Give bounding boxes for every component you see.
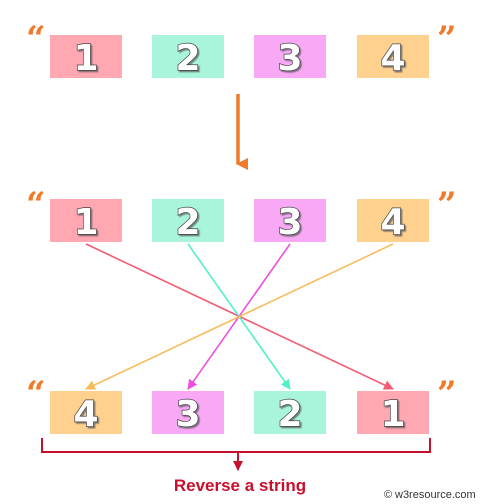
box-background bbox=[357, 35, 429, 78]
box-digit: 4 bbox=[380, 38, 405, 79]
box-background bbox=[357, 199, 429, 242]
bracket bbox=[41, 438, 431, 453]
middle-box-2: 2 bbox=[152, 199, 224, 244]
output-row: “ 4 3 2 1 ” bbox=[26, 374, 457, 436]
caption: Reverse a string bbox=[174, 476, 306, 495]
input-box-3: 3 bbox=[254, 35, 326, 80]
box-digit: 3 bbox=[277, 202, 302, 243]
input-box-2: 2 bbox=[152, 35, 224, 80]
box-background bbox=[50, 199, 122, 242]
output-close-quote: ” bbox=[437, 374, 457, 414]
middle-box-1: 1 bbox=[50, 199, 122, 244]
output-box-1: 4 bbox=[50, 391, 122, 436]
box-digit: 3 bbox=[175, 394, 200, 435]
crossing-lines bbox=[85, 243, 394, 390]
box-background bbox=[152, 391, 224, 434]
output-box-2: 3 bbox=[152, 391, 224, 436]
input-row: “ 1 2 3 4 ” bbox=[26, 19, 457, 80]
copyright-symbol: © bbox=[384, 489, 392, 501]
input-close-quote: ” bbox=[437, 19, 457, 59]
box-background bbox=[254, 391, 326, 434]
middle-row: “ 1 2 3 4 ” bbox=[26, 185, 457, 244]
crossing-line-4 bbox=[85, 243, 394, 390]
box-digit: 1 bbox=[73, 202, 98, 243]
box-digit: 1 bbox=[380, 394, 405, 435]
box-background bbox=[357, 391, 429, 434]
box-digit: 3 bbox=[277, 38, 302, 79]
box-digit: 4 bbox=[73, 394, 98, 435]
middle-close-quote: ” bbox=[437, 185, 457, 225]
box-background bbox=[152, 199, 224, 242]
middle-open-quote: “ bbox=[26, 185, 46, 225]
output-box-3: 2 bbox=[254, 391, 326, 436]
box-digit: 2 bbox=[175, 38, 200, 79]
output-open-quote: “ bbox=[26, 374, 46, 414]
box-digit: 2 bbox=[175, 202, 200, 243]
box-background bbox=[50, 391, 122, 434]
output-box-4: 1 bbox=[357, 391, 429, 436]
box-background bbox=[254, 199, 326, 242]
box-digit: 1 bbox=[73, 38, 98, 79]
middle-box-3: 3 bbox=[254, 199, 326, 244]
box-digit: 2 bbox=[277, 394, 302, 435]
input-box-4: 4 bbox=[357, 35, 429, 80]
box-digit: 4 bbox=[380, 202, 405, 243]
box-background bbox=[50, 35, 122, 78]
box-background bbox=[152, 35, 224, 78]
box-background bbox=[254, 35, 326, 78]
input-open-quote: “ bbox=[26, 19, 46, 59]
middle-box-4: 4 bbox=[357, 199, 429, 244]
credit-text: w3resource.com bbox=[394, 489, 476, 501]
credit: © w3resource.com bbox=[384, 489, 476, 501]
input-box-1: 1 bbox=[50, 35, 122, 80]
